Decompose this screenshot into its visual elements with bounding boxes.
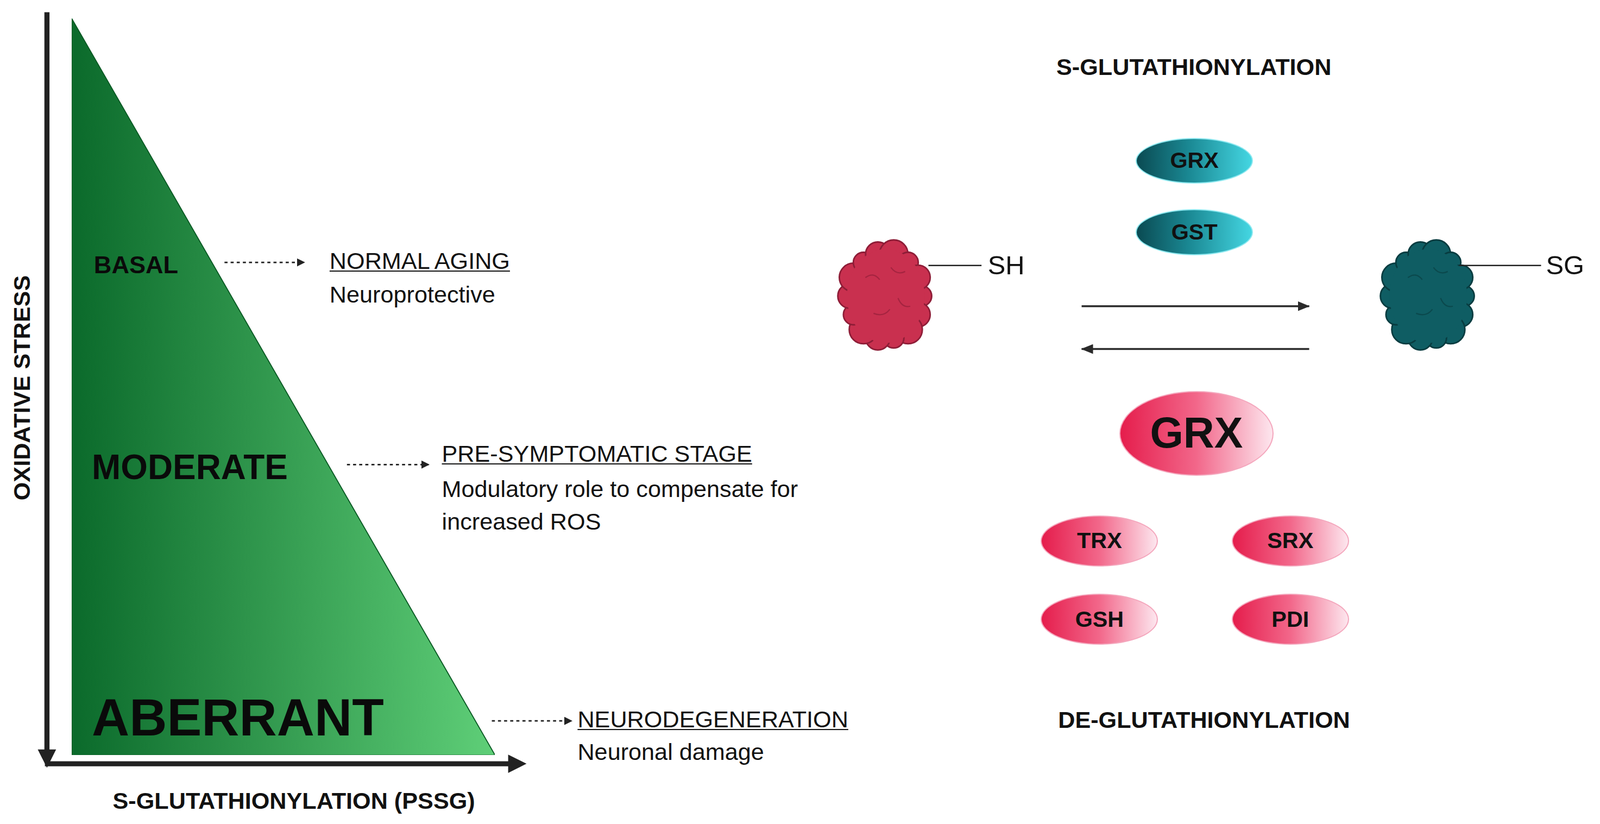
stage-heading: NORMAL AGING xyxy=(329,247,510,276)
leader-line xyxy=(492,720,572,722)
stress-level: ABERRANT xyxy=(91,685,384,749)
enzyme-ellipse: PDI xyxy=(1231,593,1350,645)
stress-triangle: BASAL MODERATE ABERRANT xyxy=(71,18,496,756)
section-title: S-GLUTATHIONYLATION xyxy=(1056,53,1332,82)
thiol-label: SH xyxy=(987,249,1025,282)
enzyme-name: SRX xyxy=(1267,527,1314,555)
enzyme-name: TRX xyxy=(1076,527,1123,555)
protein-illustration xyxy=(1377,236,1480,355)
enzyme-name: GRX xyxy=(1169,147,1219,175)
enzyme-name: PDI xyxy=(1271,606,1309,634)
reaction-arrow xyxy=(1081,305,1310,308)
enzyme-name: GSH xyxy=(1075,606,1125,634)
enzyme-name: GST xyxy=(1171,218,1218,247)
protein-illustration xyxy=(834,236,937,355)
axis-line xyxy=(45,760,511,766)
axis-label: S-GLUTATHIONYLATION (PSSG) xyxy=(112,786,475,816)
leader-line xyxy=(224,261,305,264)
section-title: DE-GLUTATHIONYLATION xyxy=(1057,706,1351,735)
glutathionylated-protein: SG xyxy=(1309,229,1596,363)
enzyme-ellipse: GRX xyxy=(1135,137,1253,185)
enzyme-name: GRX xyxy=(1149,407,1243,459)
enzyme-ellipse: TRX xyxy=(1040,515,1158,567)
enzyme-ellipse: GSH xyxy=(1040,593,1158,645)
stage-note: Modulatory role to compensate for increa… xyxy=(442,472,871,539)
axis-head xyxy=(508,754,527,773)
leader-line xyxy=(347,463,429,466)
reaction-arrow xyxy=(1081,348,1310,351)
stress-level: BASAL xyxy=(93,250,179,280)
stage-heading: PRE-SYMPTOMATIC STAGE xyxy=(442,439,753,469)
stage-note: Neuroprotective xyxy=(329,280,496,310)
bond-line xyxy=(831,229,1082,363)
stage-heading: NEURODEGENERATION xyxy=(577,705,848,734)
axis-line xyxy=(44,12,50,752)
stress-level: MODERATE xyxy=(91,446,288,489)
enzyme-ellipse: GST xyxy=(1135,209,1253,256)
reduced-protein: SH xyxy=(831,229,1082,363)
axis-label: OXIDATIVE STRESS xyxy=(8,275,37,501)
enzyme-ellipse: SRX xyxy=(1231,515,1350,567)
enzyme-ellipse: GRX xyxy=(1119,391,1274,476)
stage-note: Neuronal damage xyxy=(577,738,764,767)
thiol-label: SG xyxy=(1545,249,1585,282)
bond-line xyxy=(1309,229,1596,363)
triangle-shape xyxy=(71,18,496,756)
